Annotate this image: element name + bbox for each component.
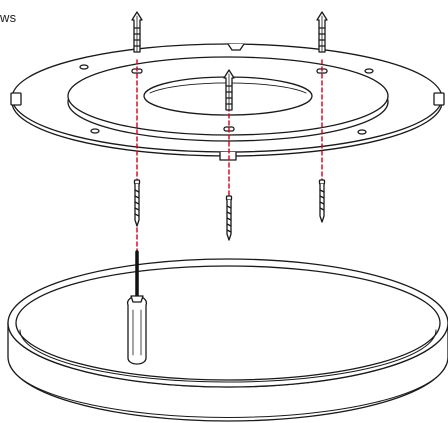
plate-notch-front: [219, 151, 237, 161]
anchor-icon: [131, 11, 143, 53]
plate-rear-slot: [227, 43, 245, 51]
housing-bottom-edge: [9, 364, 447, 418]
plate-keyhole-right: [364, 68, 374, 74]
screwdriver-icon: [126, 250, 148, 365]
screwdriver-ferrule: [130, 295, 144, 303]
guide-lines: [136, 59, 323, 266]
anchor-icon: [316, 11, 328, 53]
anchor-icon: [223, 69, 235, 111]
screwdriver-handle: [126, 295, 148, 365]
fixture-housing: [7, 258, 448, 422]
housing-inner-wall: [19, 329, 437, 383]
housing-rim-inner: [15, 265, 441, 381]
screw-icon: [225, 195, 233, 241]
plate-keyhole-left: [79, 64, 89, 70]
screw-icon: [133, 179, 141, 227]
plate-notch-left: [10, 92, 22, 106]
plate-keyhole-left-2: [90, 128, 100, 134]
screw-icon: [318, 179, 326, 223]
plate-keyhole-right-2: [357, 129, 367, 135]
caption-fragment: ws: [0, 10, 17, 25]
plate-notch-right: [433, 92, 445, 106]
